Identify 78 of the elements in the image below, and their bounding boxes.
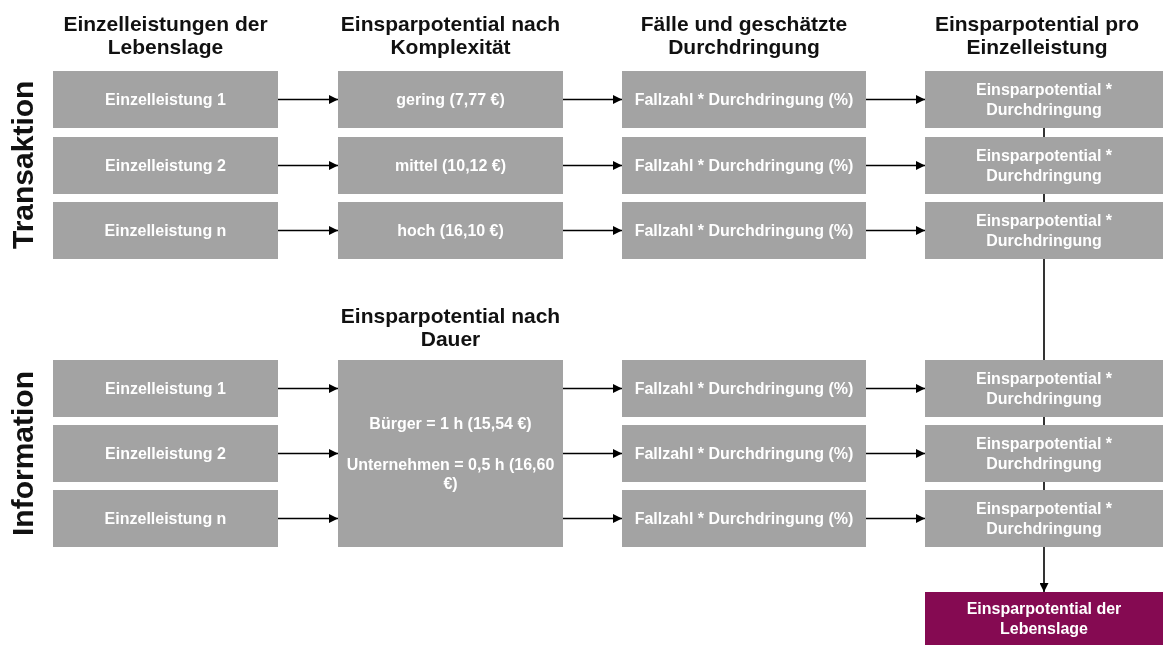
process-box <box>925 490 1163 547</box>
process-box <box>925 360 1163 417</box>
row-label: Transaktion <box>8 79 40 252</box>
process-box <box>53 425 278 482</box>
column-heading: Einsparpotential pro Einzelleistung <box>933 12 1141 59</box>
box-text: Einzelleistung n <box>104 508 227 529</box>
column-heading: Einsparpotential nach Dauer <box>339 304 562 351</box>
box-text: Einsparpotential der Lebenslage <box>965 599 1123 638</box>
arrow <box>562 449 623 458</box>
box-text: Einsparpotential * Durchdringung <box>975 499 1113 538</box>
arrow <box>865 95 926 104</box>
connector-line <box>1043 258 1045 361</box>
box-text: Fallzahl * Durchdringung (%) <box>634 89 854 110</box>
box-text: Einzelleistung 1 <box>105 89 226 110</box>
result-box <box>925 592 1163 645</box>
box-text: Einsparpotential * Durchdringung <box>975 80 1113 119</box>
box-text: Fallzahl * Durchdringung (%) <box>634 220 854 241</box>
process-box <box>622 137 866 194</box>
box-text: gering (7,77 €) <box>396 89 505 110</box>
box-text: Einzelleistung 2 <box>105 155 226 176</box>
box-text: Fallzahl * Durchdringung (%) <box>634 155 854 176</box>
connector-line <box>1043 193 1045 203</box>
connector-line <box>1043 416 1045 426</box>
process-box <box>338 137 563 194</box>
process-box <box>338 71 563 128</box>
process-box <box>53 202 278 259</box>
arrow <box>562 95 623 104</box>
arrow <box>277 226 339 235</box>
box-text: Einsparpotential * Durchdringung <box>975 369 1113 408</box>
box-text: Einsparpotential * Durchdringung <box>975 211 1113 250</box>
box-text: Fallzahl * Durchdringung (%) <box>634 508 854 529</box>
arrow <box>865 384 926 393</box>
box-text: Unternehmen = 0,5 h (16,60 €) <box>346 454 555 494</box>
arrow <box>562 161 623 170</box>
box-text: Einsparpotential * Durchdringung <box>975 434 1113 473</box>
arrow <box>865 449 926 458</box>
process-box <box>925 71 1163 128</box>
column-heading: Einsparpotential nach Komplexität <box>339 12 562 59</box>
connector-line <box>1043 481 1045 491</box>
box-text: Einsparpotential * Durchdringung <box>975 146 1113 185</box>
arrow <box>562 514 623 523</box>
arrow <box>865 514 926 523</box>
arrow <box>562 384 623 393</box>
arrow <box>277 384 339 393</box>
connector-line <box>1043 127 1045 138</box>
process-box <box>338 202 563 259</box>
process-box <box>925 425 1163 482</box>
arrow <box>277 95 339 104</box>
arrow <box>277 449 339 458</box>
box-text: Bürger = 1 h (15,54 €) <box>369 413 532 433</box>
process-box <box>622 71 866 128</box>
row-label: Information <box>8 370 40 538</box>
arrow <box>277 161 339 170</box>
box-text: Fallzahl * Durchdringung (%) <box>634 378 854 399</box>
arrow <box>1039 546 1049 593</box>
process-box <box>622 360 866 417</box>
process-box <box>925 202 1163 259</box>
arrow <box>865 226 926 235</box>
column-heading: Einzelleistungen der Lebenslage <box>62 12 269 59</box>
box-text: Einzelleistung n <box>104 220 227 241</box>
process-box <box>622 202 866 259</box>
process-box <box>53 490 278 547</box>
box-text: Fallzahl * Durchdringung (%) <box>634 443 854 464</box>
process-box <box>53 137 278 194</box>
arrow <box>865 161 926 170</box>
column-heading: Fälle und geschätzte Durchdringung <box>639 12 849 59</box>
arrow <box>562 226 623 235</box>
process-box <box>622 490 866 547</box>
process-box <box>53 360 278 417</box>
box-text: mittel (10,12 €) <box>394 155 507 176</box>
arrow <box>277 514 339 523</box>
process-box <box>53 71 278 128</box>
box-text: Einzelleistung 2 <box>105 443 226 464</box>
box-text: Einzelleistung 1 <box>105 378 226 399</box>
process-box <box>338 360 563 547</box>
box-text: hoch (16,10 €) <box>397 220 504 241</box>
process-box <box>925 137 1163 194</box>
process-box <box>622 425 866 482</box>
